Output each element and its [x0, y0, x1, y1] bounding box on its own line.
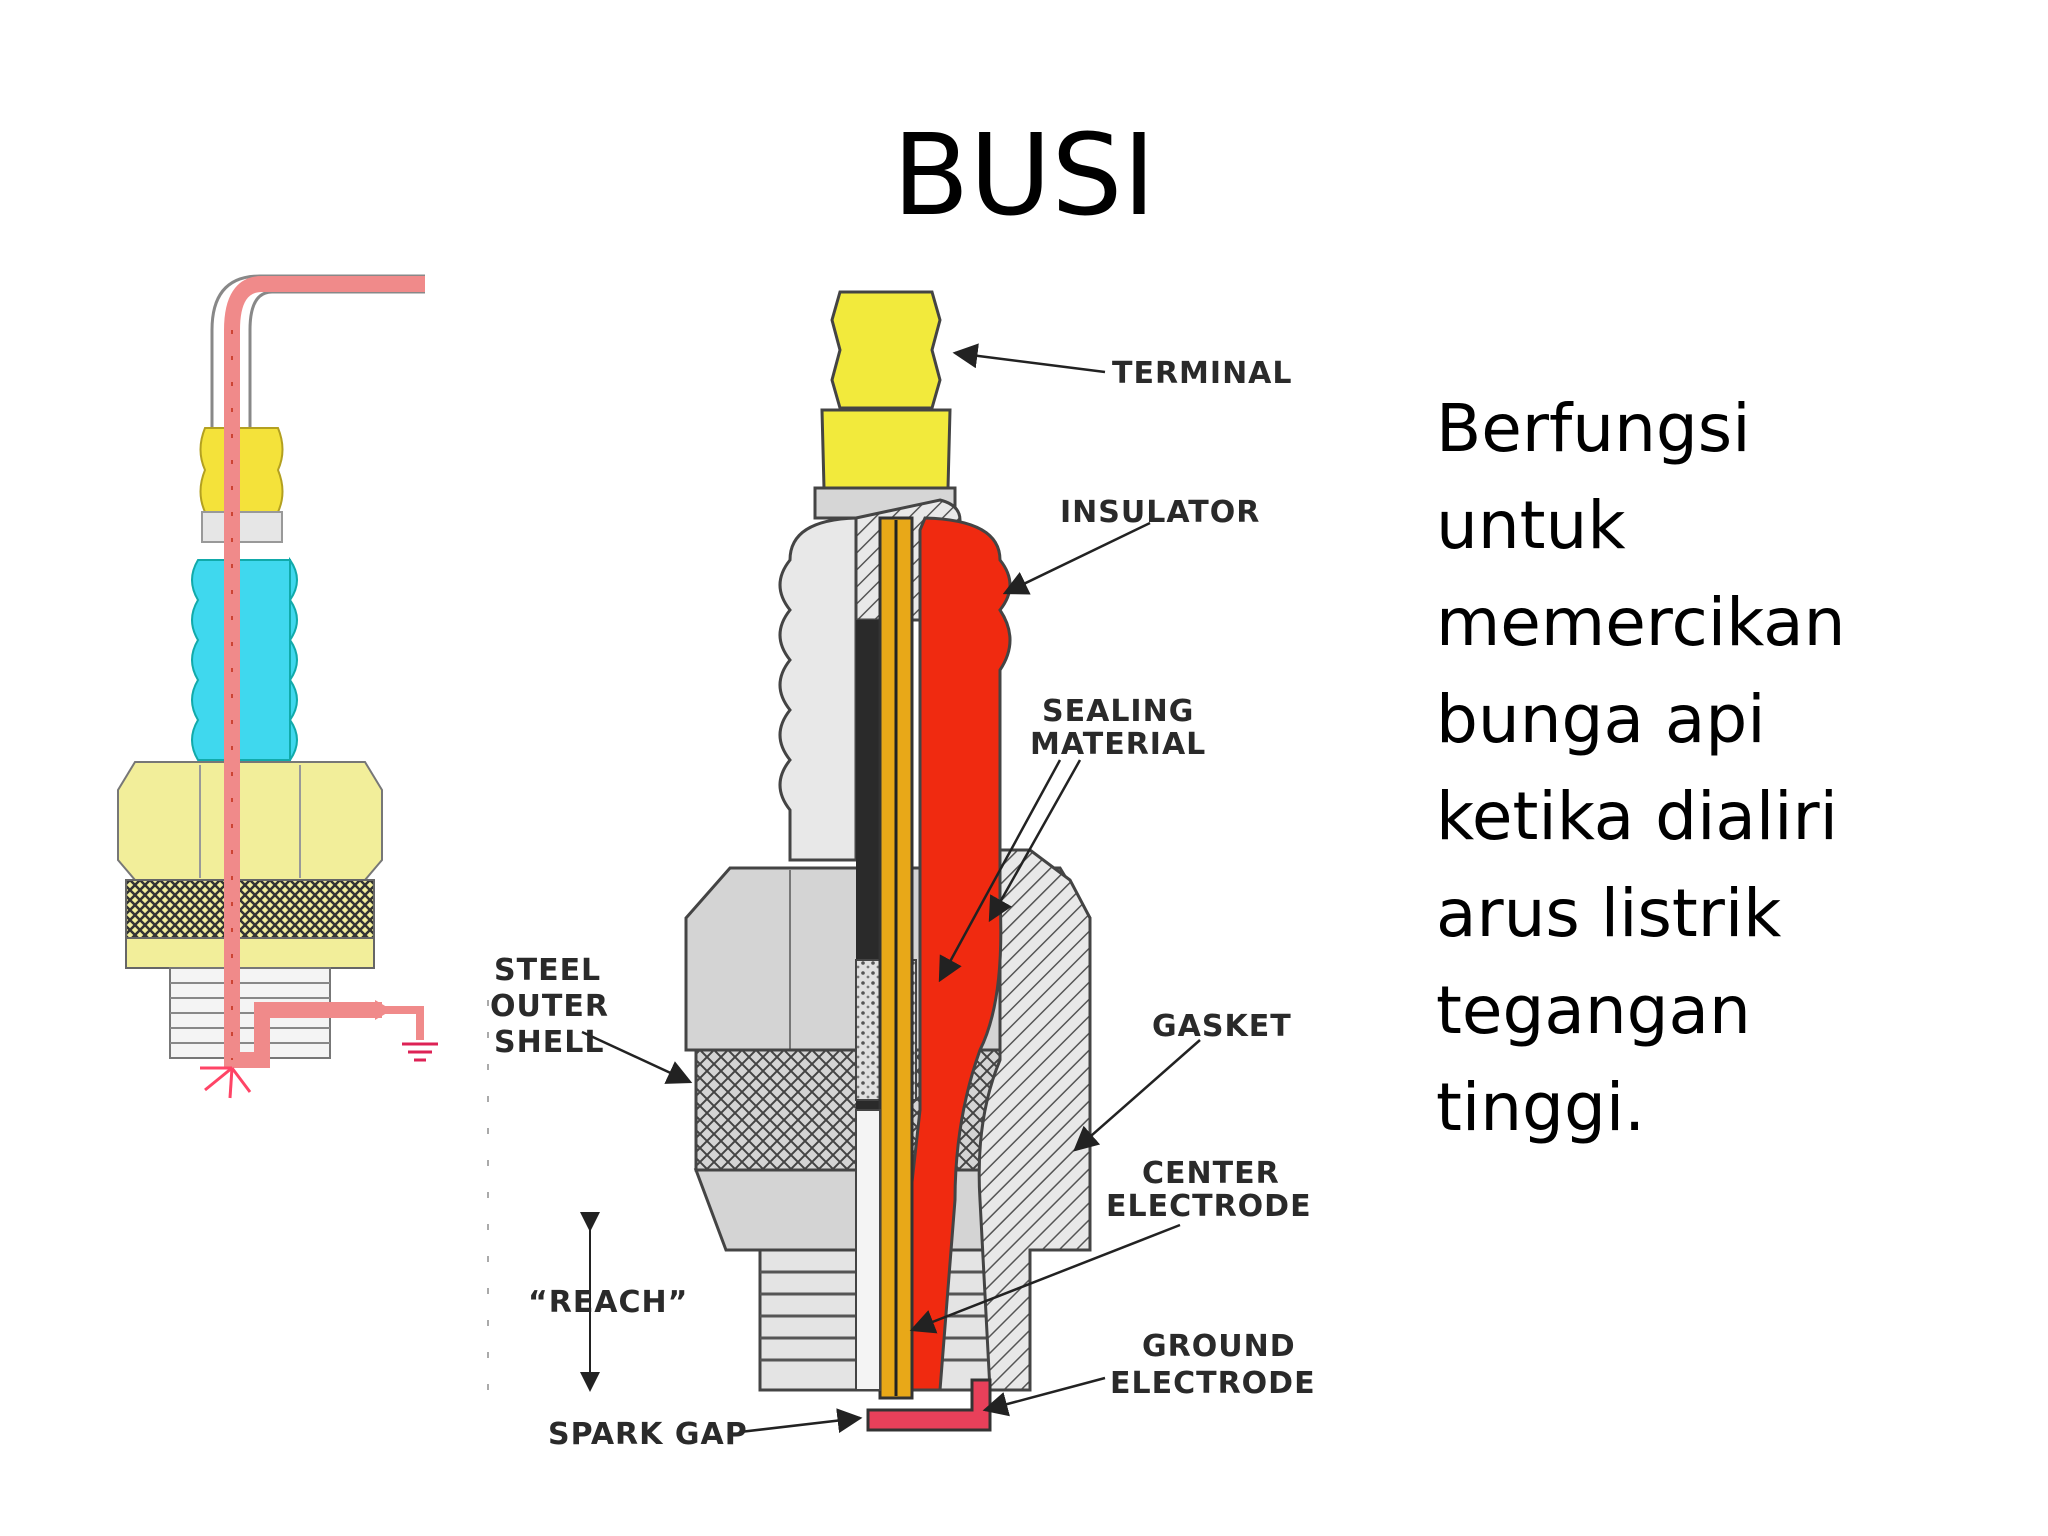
label-steel-1: STEEL — [494, 953, 601, 988]
description-line: tinggi. — [1436, 1069, 1646, 1146]
leader-sealing-1 — [938, 759, 1062, 983]
wire-outline — [210, 274, 425, 430]
shell-cutaway — [939, 848, 1092, 1392]
description-line: tegangan — [1436, 972, 1751, 1049]
small-insulator-ribs — [288, 556, 298, 764]
label-insulator: INSULATOR — [1060, 495, 1260, 530]
label-ground-2: ELECTRODE — [1110, 1366, 1316, 1401]
description-line: ketika dialiri — [1436, 778, 1838, 855]
small-terminal — [199, 427, 284, 513]
slide-title: BUSI — [892, 111, 1156, 241]
ground-symbol — [402, 1042, 438, 1062]
insulator-body — [778, 516, 858, 862]
description-line: untuk — [1436, 487, 1626, 564]
wire-outline — [248, 290, 425, 430]
leader-gasket — [1073, 1039, 1201, 1152]
leader-spark-gap — [739, 1408, 863, 1434]
leader-steel-shell — [581, 1030, 693, 1084]
large-spark-plug — [684, 290, 1092, 1432]
label-center-1: CENTER — [1142, 1156, 1280, 1191]
terminal-part — [830, 290, 942, 410]
small-knurl — [125, 879, 375, 939]
description-line: memercikan — [1436, 584, 1846, 661]
label-reach: “REACH” — [528, 1285, 688, 1320]
label-terminal: TERMINAL — [1112, 356, 1293, 391]
ground-electrode-part — [866, 1378, 992, 1432]
label-center-2: ELECTRODE — [1106, 1189, 1312, 1224]
description-line: arus listrik — [1436, 875, 1782, 952]
small-terminal-nut — [201, 511, 283, 543]
label-sealing-2: MATERIAL — [1030, 727, 1206, 762]
small-spark-plug — [117, 274, 438, 1099]
label-gasket: GASKET — [1152, 1009, 1292, 1044]
leader-sealing-2 — [988, 759, 1082, 923]
description-line: bunga api — [1436, 681, 1766, 758]
label-steel-3: SHELL — [494, 1025, 604, 1060]
spark-icon — [200, 1066, 252, 1099]
label-spark-gap: SPARK GAP — [548, 1417, 748, 1452]
label-sealing-1: SEALING — [1042, 694, 1194, 729]
current-path — [224, 276, 425, 1068]
small-hex-nut — [117, 761, 383, 881]
leader-terminal — [952, 343, 1106, 374]
leader-ground-electrode — [982, 1376, 1106, 1417]
terminal-nut — [820, 408, 952, 490]
label-steel-2: OUTER — [490, 989, 609, 1024]
slide-description: Berfungsi untuk memercikan bunga api ket… — [1436, 380, 2016, 1156]
leader-center-electrode — [909, 1223, 1181, 1334]
small-insulator — [191, 559, 291, 761]
label-ground-1: GROUND — [1142, 1329, 1296, 1364]
description-line: Berfungsi — [1436, 390, 1751, 467]
leader-insulator — [1002, 521, 1151, 595]
